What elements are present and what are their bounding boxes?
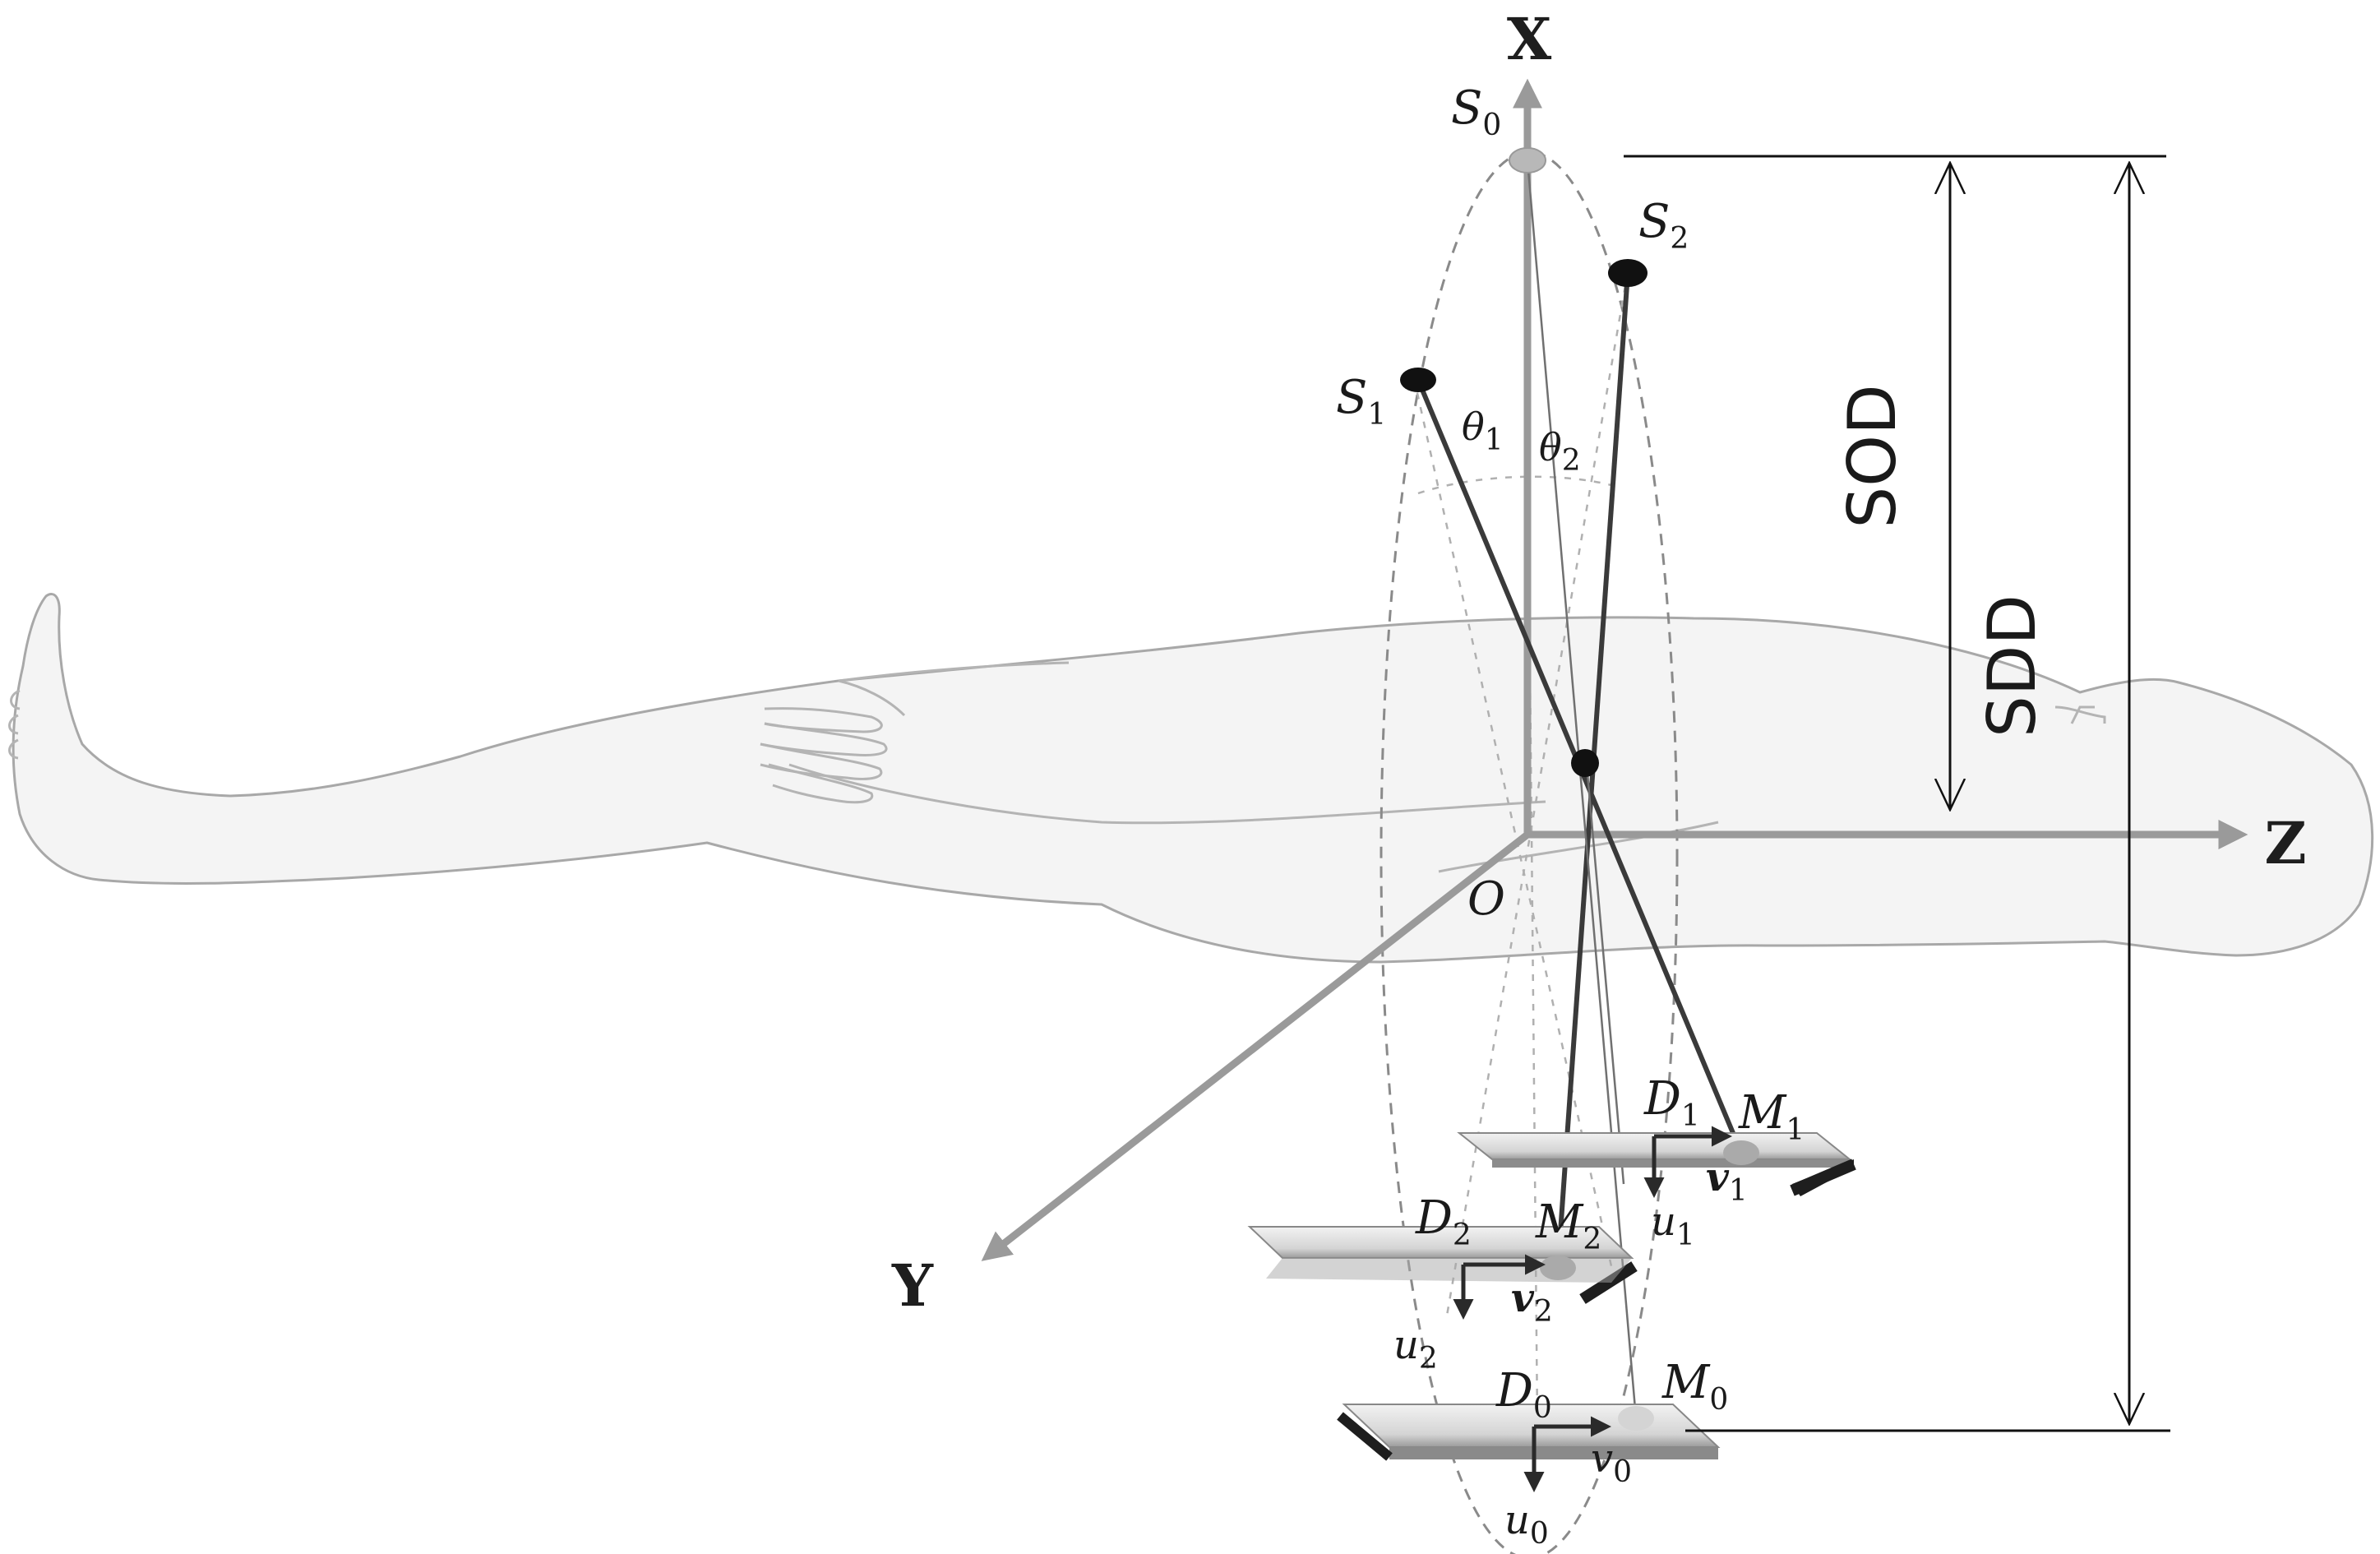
v2-label: v2 — [1511, 1275, 1553, 1329]
points — [1400, 147, 1648, 777]
source-s2-label: S2 — [1638, 195, 1689, 256]
u1-label: u1 — [1651, 1199, 1695, 1252]
projection-m1-point — [1723, 1140, 1759, 1165]
v0-label: v0 — [1591, 1436, 1632, 1489]
detector-d1 — [1457, 1126, 1856, 1198]
source-s2-point — [1608, 259, 1648, 287]
sdd-label: SDD — [1974, 594, 2050, 738]
u0-label: u0 — [1504, 1497, 1549, 1551]
detector-d0-label: D0 — [1495, 1364, 1552, 1425]
projection-m0-point — [1618, 1406, 1654, 1431]
projection-m2-point — [1540, 1256, 1576, 1280]
y-axis-label: Y — [891, 1251, 934, 1320]
ray-s2-focus-lower — [1585, 764, 1625, 1185]
z-axis-label: Z — [2264, 809, 2306, 877]
detector-d0 — [1337, 1404, 1721, 1492]
projection-m0-label: M0 — [1661, 1356, 1728, 1417]
source-s1-point — [1400, 368, 1436, 392]
patient-body — [8, 593, 2374, 964]
focal-point — [1571, 749, 1599, 777]
labels: X Z Y O S0 S1 S2 θ1 θ2 D1 D2 D0 — [891, 5, 2307, 1551]
source-s1-label: S1 — [1336, 371, 1386, 432]
y-axis — [981, 830, 1532, 1261]
source-s0-label: S0 — [1451, 81, 1501, 142]
detector-d2 — [1247, 1226, 1638, 1320]
source-orbit — [1379, 150, 1679, 1554]
u2-label: u2 — [1393, 1322, 1438, 1376]
sod-label: SOD — [1834, 384, 1911, 528]
angle-theta1-label: θ1 — [1462, 405, 1504, 457]
source-s0-point — [1509, 147, 1546, 173]
origin-label: O — [1467, 872, 1505, 926]
dimension-lines — [1624, 155, 2170, 1432]
ray-s0-m0 — [1526, 160, 1638, 1419]
x-axis-label: X — [1507, 5, 1552, 73]
detector-d2-label: D2 — [1415, 1191, 1472, 1252]
detector-d1-label: D1 — [1643, 1072, 1700, 1133]
projection-m2-label: M2 — [1535, 1196, 1601, 1256]
v1-label: v1 — [1706, 1154, 1748, 1208]
projection-m1-label: M1 — [1738, 1086, 1805, 1147]
angle-theta2-label: θ2 — [1539, 425, 1581, 478]
